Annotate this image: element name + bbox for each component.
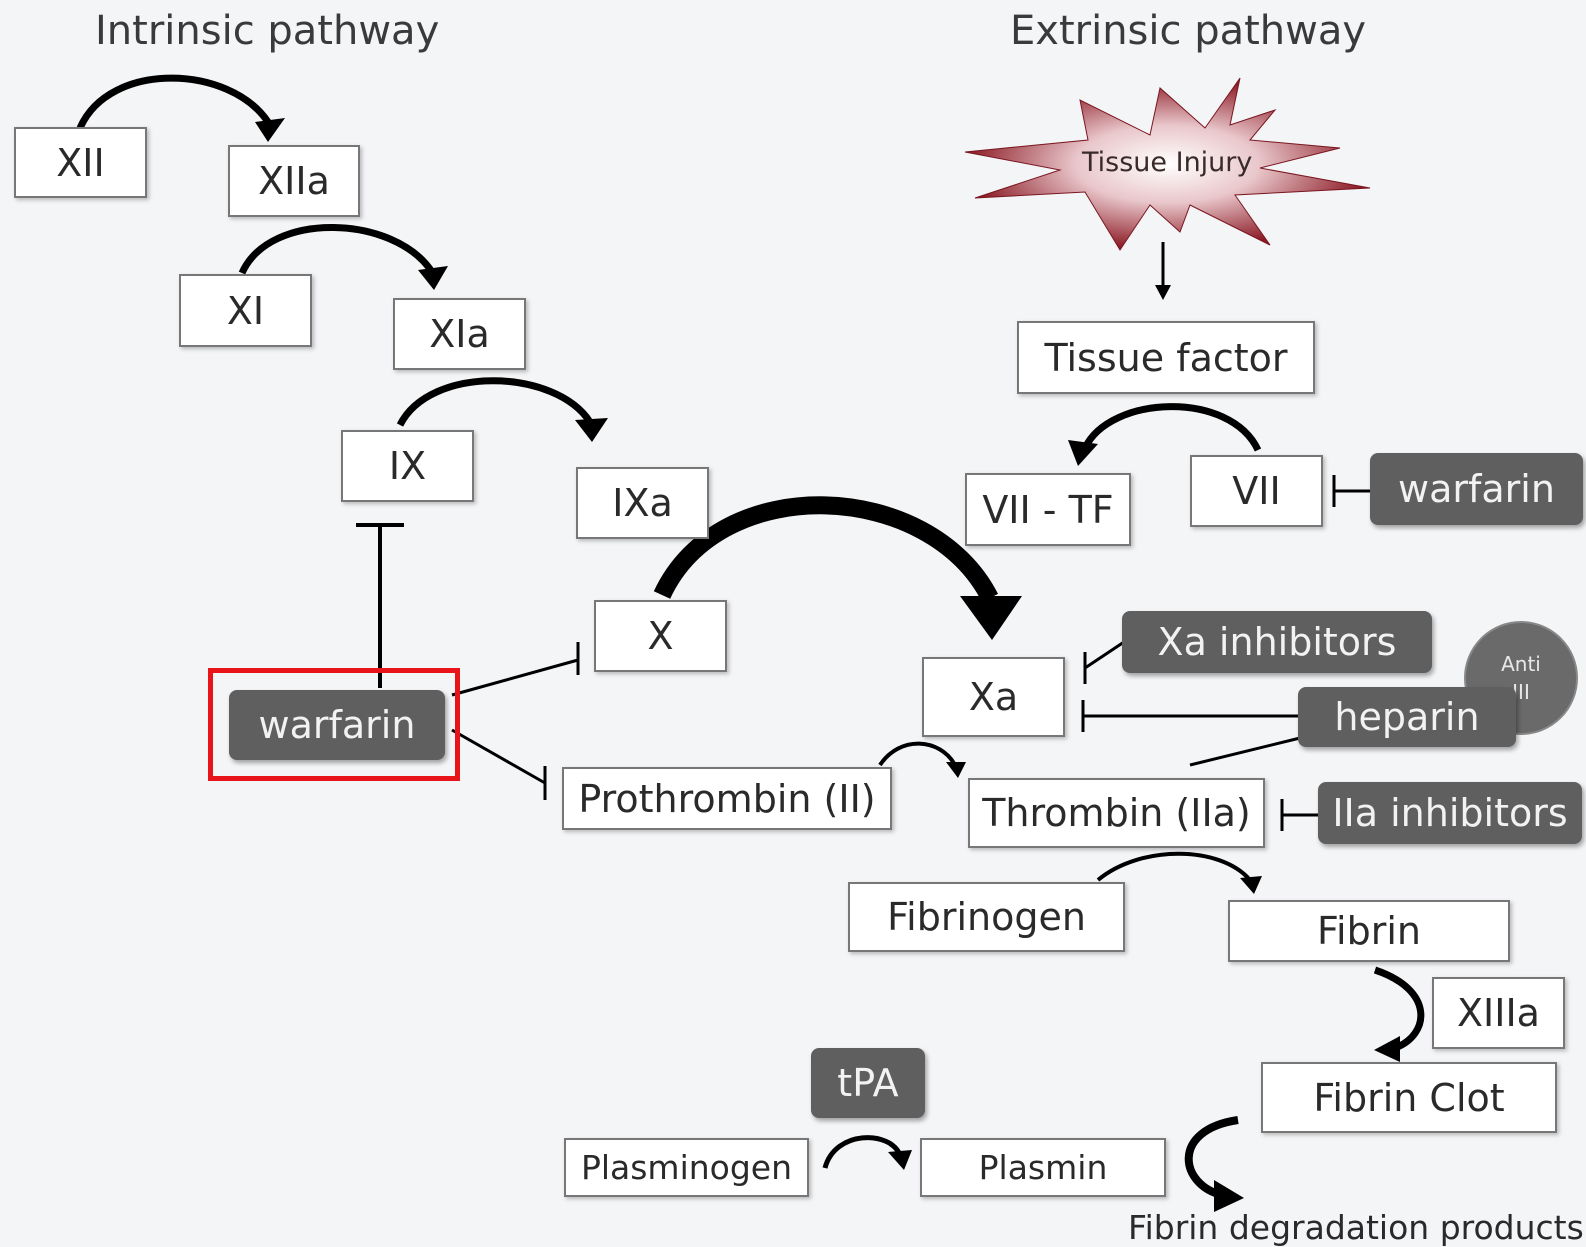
arrow-plasminogen-to-plasmin	[822, 1135, 912, 1170]
warfarin-intrinsic-drug: warfarin	[229, 690, 445, 760]
tpa-drug: tPA	[811, 1048, 925, 1118]
vii-tf-box: VII - TF	[965, 473, 1131, 546]
arrow-fibrinogen-to-fibrin	[1096, 851, 1262, 894]
inhibit-warfarin-ix	[356, 523, 404, 688]
warfarin-highlight-box	[208, 668, 460, 781]
inhibit-warfarin-vii	[1332, 475, 1370, 507]
arrow-ix-to-ixa	[396, 377, 608, 442]
fibrin-clot-box: Fibrin Clot	[1261, 1062, 1557, 1133]
factor-xi-box: XI	[179, 274, 312, 347]
anti-iii-line1: Anti	[1501, 652, 1541, 676]
xiiia-box: XIIIa	[1432, 977, 1565, 1049]
arrow-x-to-xa	[653, 496, 1022, 640]
fibrinogen-box: Fibrinogen	[848, 882, 1125, 952]
fibrin-box: Fibrin	[1228, 900, 1510, 962]
arrow-xi-to-xia	[238, 224, 448, 290]
arrow-clot-to-fdp	[1184, 1116, 1244, 1212]
iia-inhibitors-drug: IIa inhibitors	[1318, 782, 1582, 844]
plasmin-box: Plasmin	[920, 1138, 1166, 1197]
tissue-injury-label: Tissue Injury	[1082, 147, 1253, 178]
heparin-drug: heparin	[1298, 687, 1516, 747]
tissue-injury-burst	[964, 77, 1371, 251]
prothrombin-box: Prothrombin (II)	[562, 767, 892, 830]
factor-x-box: X	[594, 600, 727, 672]
factor-vii-box: VII	[1190, 455, 1323, 527]
inhibit-heparin-xa	[1081, 700, 1300, 732]
inhibit-warfarin-x	[451, 642, 580, 697]
anti-iii-line2: III	[1512, 680, 1530, 704]
factor-ixa-box: IXa	[576, 467, 709, 539]
arrow-xii-to-xiia	[76, 74, 285, 142]
factor-xii-box: XII	[14, 127, 147, 198]
inhibit-heparin-thrombin	[1189, 736, 1301, 767]
tissue-factor-box: Tissue factor	[1017, 321, 1315, 394]
fdp-label: Fibrin degradation products	[1128, 1208, 1584, 1247]
arrow-prothrombin-to-thrombin	[878, 741, 966, 778]
xa-inhibitors-drug: Xa inhibitors	[1122, 611, 1432, 673]
inhibit-warfarin-prothrombin	[451, 728, 547, 800]
inhibit-xa-inhibitors-xa	[1083, 640, 1125, 684]
intrinsic-pathway-title: Intrinsic pathway	[95, 8, 440, 54]
inhibit-iia-inhibitors-thrombin	[1280, 799, 1320, 831]
extrinsic-pathway-title: Extrinsic pathway	[1010, 8, 1367, 54]
factor-xia-box: XIa	[393, 298, 526, 370]
arrow-vii-to-vii-tf	[1068, 403, 1262, 466]
factor-ix-box: IX	[341, 430, 474, 502]
arrow-injury-to-tissue-factor	[1155, 242, 1171, 300]
warfarin-extrinsic-drug: warfarin	[1370, 453, 1583, 525]
factor-xa-box: Xa	[922, 657, 1065, 737]
plasminogen-box: Plasminogen	[564, 1138, 809, 1197]
arrow-fibrin-to-clot	[1373, 966, 1425, 1062]
factor-xiia-box: XIIa	[228, 145, 360, 217]
thrombin-box: Thrombin (IIa)	[968, 778, 1265, 848]
